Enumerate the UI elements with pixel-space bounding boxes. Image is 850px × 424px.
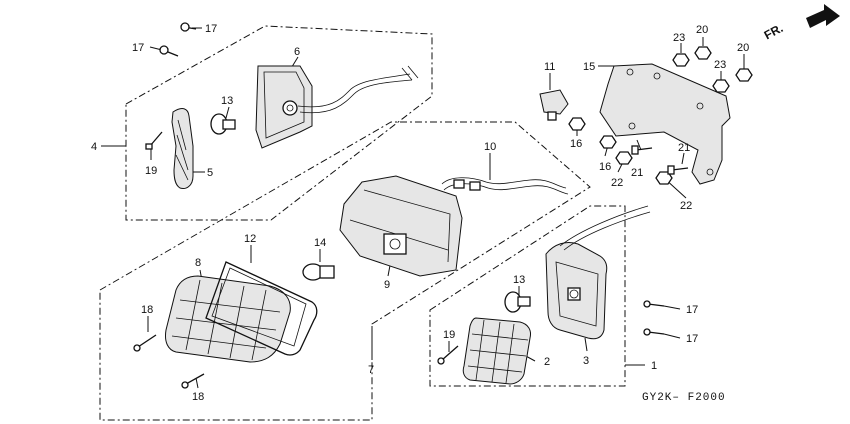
signal-housing-3 xyxy=(545,205,651,340)
callout-19: 19 xyxy=(443,329,455,341)
socket-11 xyxy=(539,89,569,121)
screws-17-lower xyxy=(643,300,665,336)
bulb-13-upper xyxy=(210,113,236,135)
callout-17: 17 xyxy=(132,42,144,54)
license-light-housing-6 xyxy=(255,65,419,149)
callout-14: 14 xyxy=(314,237,326,249)
direction-label: FR. xyxy=(762,21,786,42)
screws-17-upper xyxy=(159,22,197,57)
callout-23: 23 xyxy=(714,59,726,71)
group-boundary-7 xyxy=(99,121,591,421)
callout-17: 17 xyxy=(686,333,698,345)
callout-2: 2 xyxy=(544,356,550,368)
callout-18: 18 xyxy=(141,304,153,316)
callout-18: 18 xyxy=(192,391,204,403)
lens-8 xyxy=(165,275,291,363)
screw-19-lower xyxy=(437,345,459,365)
screw-18-a xyxy=(133,334,157,352)
callout-20: 20 xyxy=(737,42,749,54)
front-direction-icon: FR. xyxy=(762,4,840,42)
group-boundary-4 xyxy=(125,25,433,221)
tail-light-housing-9 xyxy=(339,175,463,277)
bolts-21 xyxy=(631,145,689,175)
callout-16: 16 xyxy=(599,161,611,173)
callout-13: 13 xyxy=(513,274,525,286)
callout-23: 23 xyxy=(673,32,685,44)
callout-9: 9 xyxy=(384,279,390,291)
callout-8: 8 xyxy=(195,257,201,269)
callout-12: 12 xyxy=(244,233,256,245)
signal-lens-2 xyxy=(462,317,531,385)
callout-3: 3 xyxy=(583,355,589,367)
callout-13: 13 xyxy=(221,95,233,107)
group-boundary-1 xyxy=(429,205,626,387)
callout-20: 20 xyxy=(696,24,708,36)
callout-11: 11 xyxy=(544,61,555,73)
callout-22: 22 xyxy=(611,177,623,189)
callout-22: 22 xyxy=(680,200,692,212)
harness-10 xyxy=(441,177,569,195)
callout-21: 21 xyxy=(678,142,690,154)
bulb-14 xyxy=(302,263,335,281)
callout-17: 17 xyxy=(686,304,698,316)
callout-16: 16 xyxy=(570,138,582,150)
nuts-group xyxy=(568,46,753,185)
callout-10: 10 xyxy=(484,141,496,153)
callout-7: 7 xyxy=(368,364,374,376)
callout-4: 4 xyxy=(91,141,97,153)
diagram-code: GY2K– F2000 xyxy=(642,392,726,404)
callout-17: 17 xyxy=(205,23,217,35)
reflector-5 xyxy=(171,108,194,189)
callout-21: 21 xyxy=(631,167,643,179)
screw-19-upper xyxy=(145,131,163,150)
callout-6: 6 xyxy=(294,46,300,58)
callout-1: 1 xyxy=(651,360,657,372)
callout-19: 19 xyxy=(145,165,157,177)
callout-5: 5 xyxy=(207,167,213,179)
callout-labels: 4 17 17 6 13 5 19 11 15 23 20 20 23 16 1… xyxy=(91,23,749,403)
bulb-13-lower xyxy=(504,291,531,313)
mounting-bracket-15 xyxy=(599,63,731,185)
gasket-12 xyxy=(205,261,318,356)
screw-18-b xyxy=(181,373,205,389)
callout-15: 15 xyxy=(583,61,595,73)
